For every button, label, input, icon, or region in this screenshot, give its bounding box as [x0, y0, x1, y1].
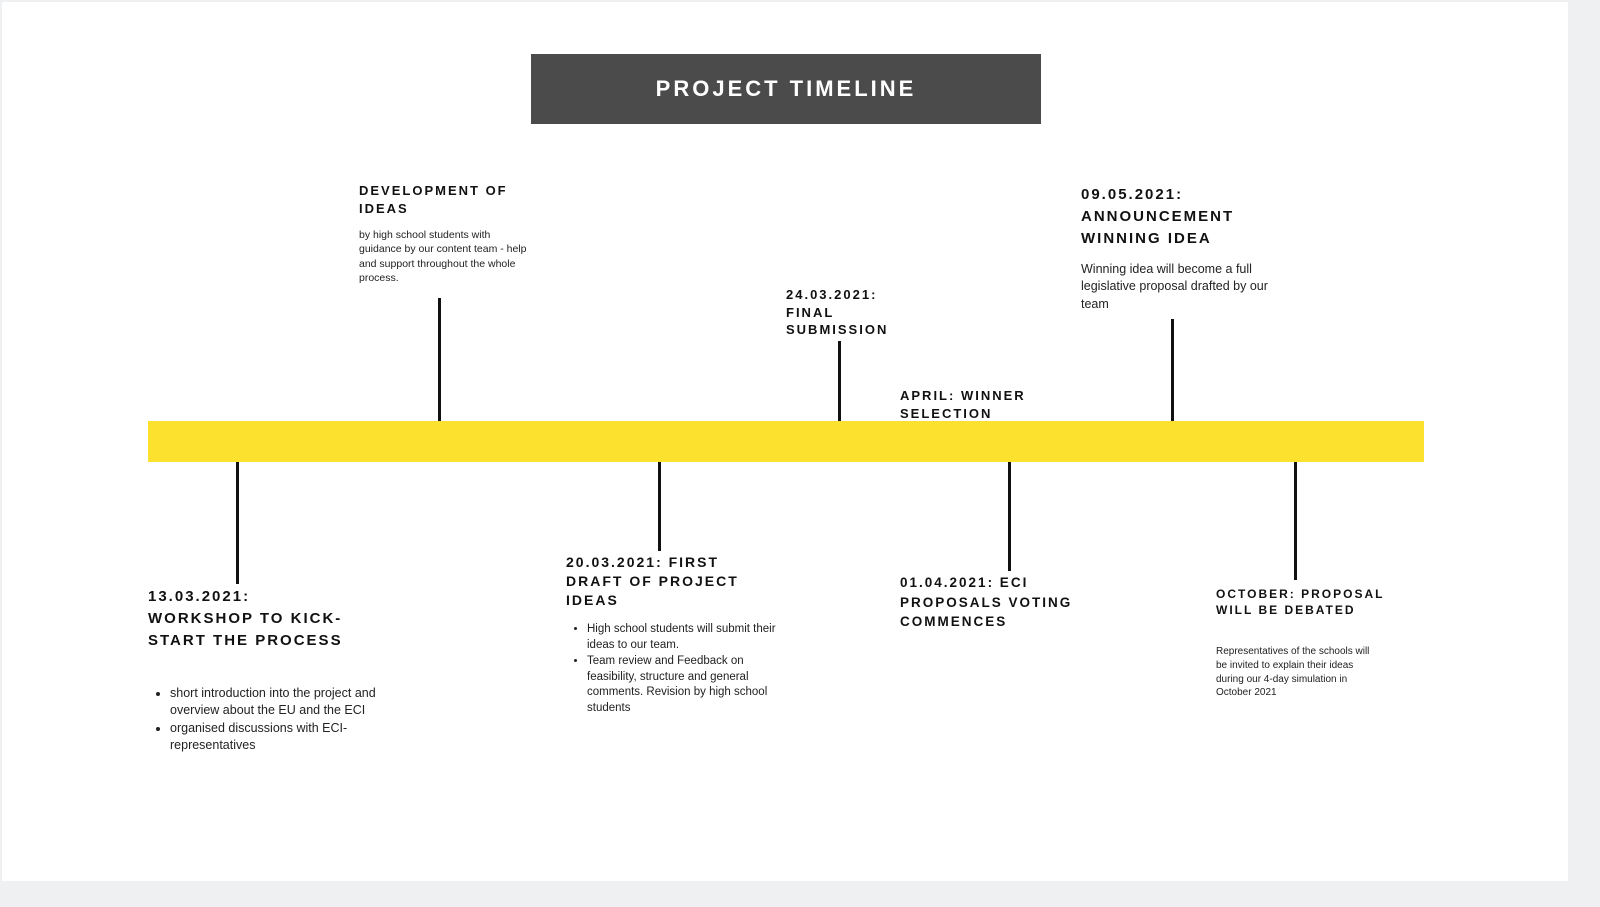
event-label-announcement: 09.05.2021: ANNOUNCEMENT WINNING IDEA [1081, 186, 1235, 247]
tick-development [438, 298, 441, 421]
tick-announcement [1171, 319, 1174, 421]
event-label-final-submission: 24.03.2021: FINAL SUBMISSION [786, 287, 889, 338]
event-label-first-draft: 20.03.2021: FIRST DRAFT OF PROJECT IDEAS [566, 554, 739, 608]
tick-final-submission [838, 341, 841, 421]
event-label-voting: 01.04.2021: ECI PROPOSALS VOTING COMMENC… [900, 575, 1073, 630]
event-desc-october: Representatives of the schools will be i… [1216, 646, 1370, 699]
event-desc-development: by high school students with guidance by… [359, 229, 527, 285]
event-label-workshop: 13.03.2021: WORKSHOP TO KICK-START THE P… [148, 588, 343, 649]
tick-voting [1008, 462, 1011, 571]
tick-workshop [236, 462, 239, 584]
tick-first-draft [658, 462, 661, 551]
event-label-development: DEVELOPMENT OF IDEAS [359, 183, 508, 216]
event-desc-announcement: Winning idea will become a full legislat… [1081, 262, 1268, 311]
list-item: Team review and Feedback on feasibility,… [587, 654, 787, 717]
timeline-canvas: PROJECT TIMELINE DEVELOPMENT OF IDEAS by… [2, 2, 1568, 881]
event-label-winner-selection: APRIL: WINNER SELECTION [900, 388, 1026, 421]
event-list-workshop: short introduction into the project and … [148, 685, 380, 754]
page-title: PROJECT TIMELINE [655, 76, 917, 101]
list-item: short introduction into the project and … [170, 685, 380, 720]
event-list-first-draft: High school students will submit their i… [565, 622, 787, 717]
event-label-october: OCTOBER: PROPOSAL WILL BE DEBATED [1216, 587, 1385, 618]
list-item: High school students will submit their i… [587, 622, 787, 654]
list-item: organised discussions with ECI-represent… [170, 720, 380, 755]
timeline-bar [148, 421, 1424, 462]
title-banner: PROJECT TIMELINE [531, 54, 1041, 124]
tick-october [1294, 462, 1297, 580]
